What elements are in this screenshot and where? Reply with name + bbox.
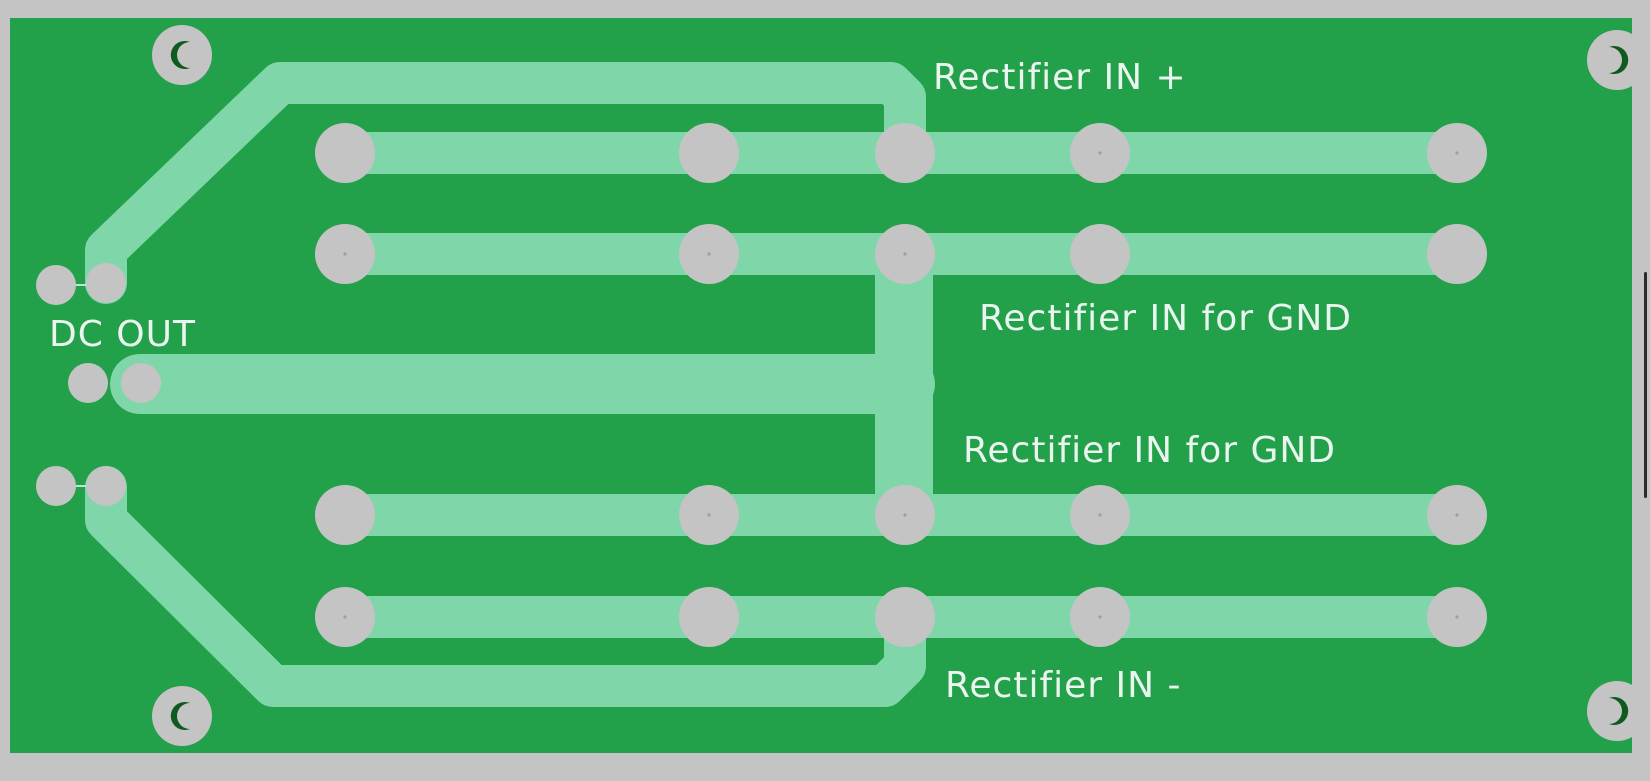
pad[interactable] xyxy=(315,123,375,183)
dc-out-pad-gnd-a[interactable] xyxy=(68,363,108,403)
label-rectifier-in-minus: Rectifier IN - xyxy=(945,665,1182,706)
label-rectifier-in-gnd-bottom: Rectifier IN for GND xyxy=(963,430,1336,471)
trace-negative-route xyxy=(85,466,926,707)
label-dc-out: DC OUT xyxy=(49,314,196,355)
mounting-hole-top-left xyxy=(152,25,212,85)
mounting-holes xyxy=(152,25,1647,746)
pad[interactable] xyxy=(679,123,739,183)
mounting-hole-bottom-left xyxy=(152,686,212,746)
dc-out-pad-negative[interactable] xyxy=(86,466,126,506)
pad[interactable] xyxy=(315,485,375,545)
dc-out-pad-positive[interactable] xyxy=(86,263,126,303)
dc-out-pad-gnd-b[interactable] xyxy=(121,363,161,403)
pad-centers xyxy=(343,151,1459,619)
vertical-scrollbar[interactable] xyxy=(1644,272,1647,498)
pad[interactable] xyxy=(1427,224,1487,284)
mounting-hole-top-right xyxy=(1587,30,1647,90)
mounting-hole-bottom-right xyxy=(1587,681,1647,741)
label-rectifier-in-plus: Rectifier IN + xyxy=(933,57,1187,98)
pad[interactable] xyxy=(679,587,739,647)
pad[interactable] xyxy=(1070,224,1130,284)
label-rectifier-in-gnd-top: Rectifier IN for GND xyxy=(979,298,1352,339)
small-pad-bottom[interactable] xyxy=(36,466,76,506)
pad[interactable] xyxy=(875,123,935,183)
trace-positive-route xyxy=(85,62,926,304)
pad[interactable] xyxy=(875,587,935,647)
small-pad-top[interactable] xyxy=(36,265,76,305)
